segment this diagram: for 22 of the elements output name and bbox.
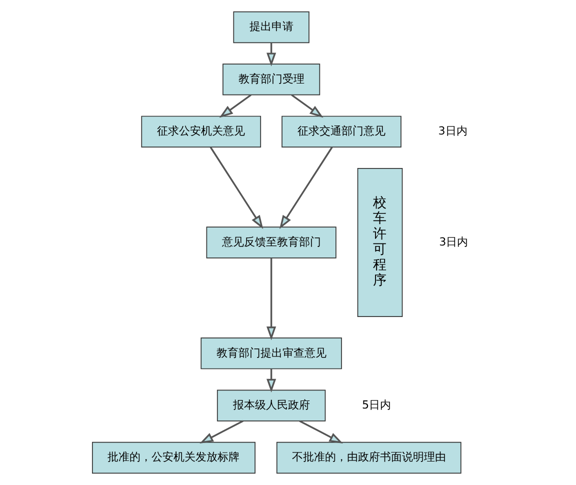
arrow [299,420,344,444]
node-box: 征求交通部门意见 [282,116,402,148]
label: 3日内 [438,124,468,138]
arrow [200,420,244,444]
node-box: 教育部门受理 [222,64,320,96]
arrow [266,368,276,393]
node-box: 不批准的，由政府书面说明理由 [276,442,462,474]
node-box: 提出申请 [233,11,310,44]
arrow [279,146,333,229]
label: 3日内 [439,235,468,248]
node-box: 意见反馈至教育部门 [206,226,336,258]
arrow [266,258,276,340]
node-box: 教育部门提出审查意见 [200,338,342,370]
arrow [266,42,276,66]
node-box: 报本级人民政府 [216,390,326,422]
node-box: 征求公安机关意见 [141,116,262,148]
node-box: 批准的，公安机关发放标牌 [92,442,256,474]
arrow [219,94,252,118]
label: 5日内 [362,398,392,412]
node-box: 校车许可程序 [357,168,403,317]
arrow [210,146,264,229]
arrow [291,94,324,118]
